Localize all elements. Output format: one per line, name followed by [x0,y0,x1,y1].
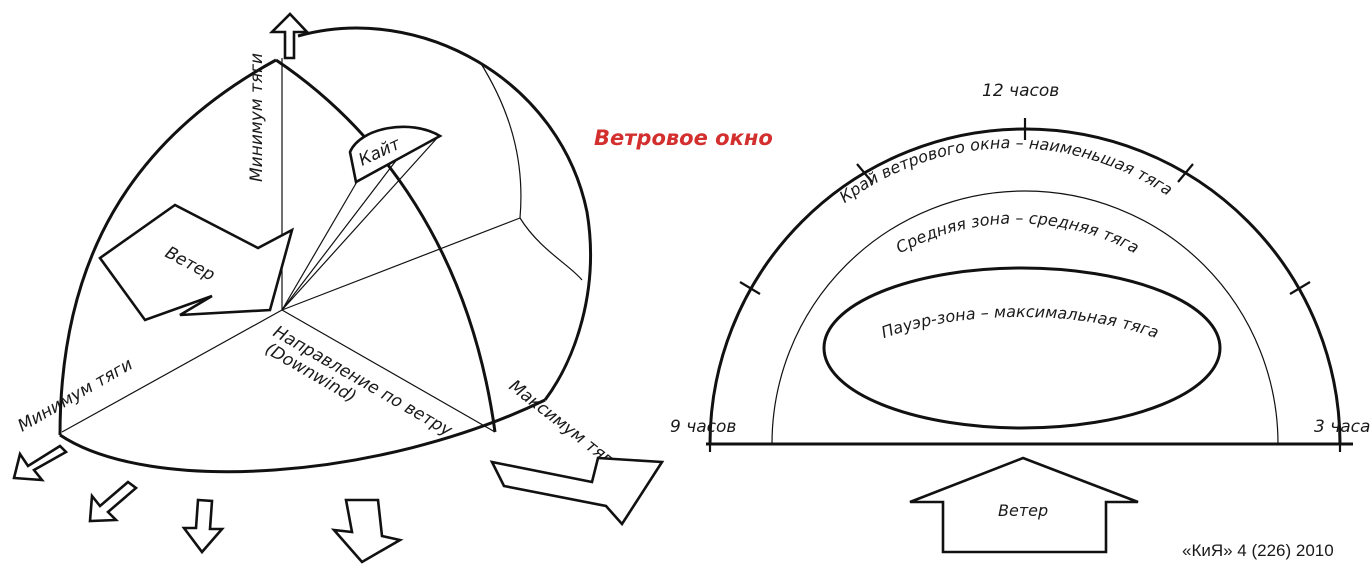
label-12-oclock: 12 часов [982,81,1059,101]
wind-arrow-right [909,456,1139,554]
middle-arc [771,190,1279,445]
sphere-meridian [275,58,497,433]
tick-left-lower [739,281,761,295]
axis-downwind [281,309,496,433]
max-pull-arrow [489,456,665,527]
tick-right-upper [1177,163,1194,183]
down-arrow-4 [330,498,404,564]
dome-inner-meridian [479,61,522,219]
middle-zone-label-path: Средняя зона – средняя тяга [893,208,1143,257]
edge-arc [708,127,1342,445]
power-zone-label: Пауэр-зона – максимальная тяга [879,302,1162,342]
dome-inner-curve [519,217,583,281]
down-arrow-2 [88,480,139,523]
downwind-label-line1: Направление по ветру [270,322,457,441]
sphere-front-arc [58,58,277,436]
tick-left-upper [856,163,873,183]
min-pull-top-label: Минимум тяги [247,53,267,182]
kite-line-2 [281,136,439,311]
source-caption: «КиЯ» 4 (226) 2010 [1182,541,1334,560]
label-3-oclock: 3 часа [1314,417,1370,437]
down-arrow-1 [12,444,69,482]
middle-zone-label: Средняя зона – средняя тяга [893,208,1143,257]
diagram-title: Ветровое окно [594,126,773,150]
wind-arrow-left [98,203,295,322]
sphere-base-arc [59,398,546,474]
dome-cross-line [281,217,521,311]
label-9-oclock: 9 часов [670,417,736,437]
kite-shape [348,125,443,184]
up-arrow [268,12,311,60]
right-wind-window: 12 часов 9 часов 3 часа Край ветрового о… [670,81,1370,554]
kite-line-3 [281,157,399,311]
dome-outline-back [297,26,593,401]
tick-right-lower [1289,281,1311,295]
power-zone-label-path: Пауэр-зона – максимальная тяга [879,302,1162,342]
kite-line-1 [281,179,359,311]
down-arrow-3 [181,498,225,555]
wind-label-right: Ветер [998,501,1048,520]
power-zone-ellipse [822,266,1222,430]
axis-left [61,309,283,433]
left-3d-diagram: Кайт Минимум тяги Ветер Минимум тяги Нап… [12,12,665,564]
